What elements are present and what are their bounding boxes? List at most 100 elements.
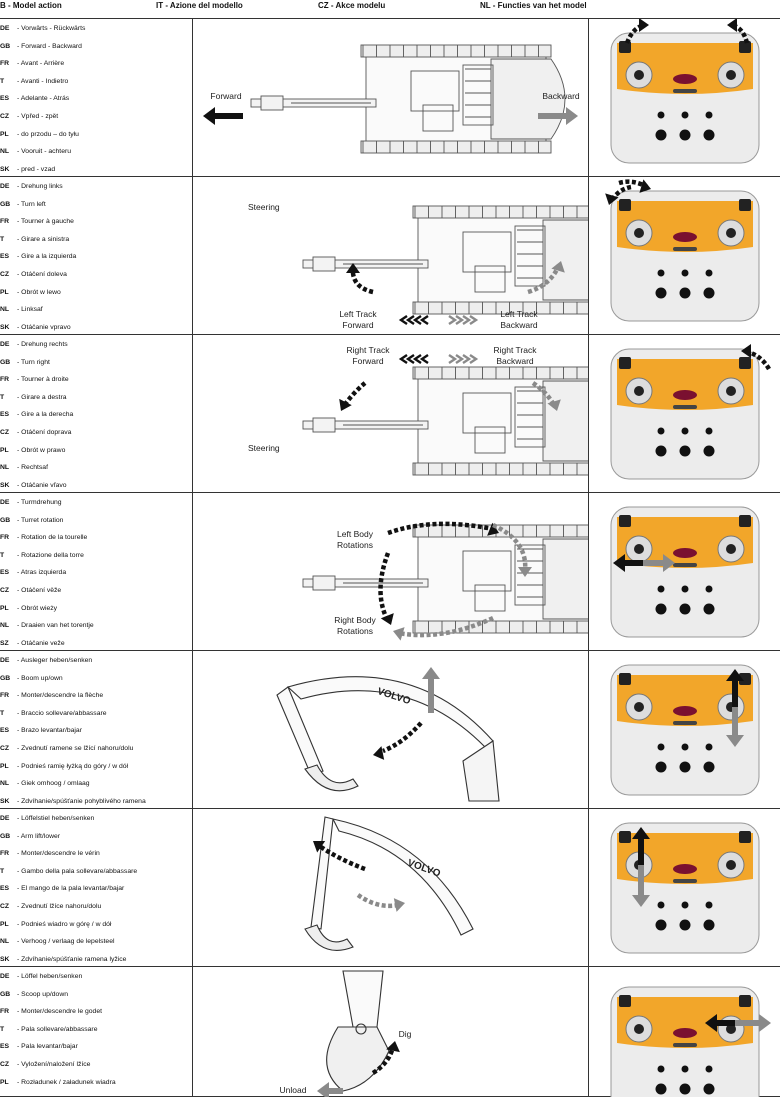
language-line: CZ- Vyložení/naložení lžíce — [0, 1056, 190, 1073]
remote-button — [703, 603, 715, 615]
remote-small-button — [705, 269, 713, 277]
power-led — [673, 232, 697, 242]
action-text: - Zvednutí ramene se lžící nahoru/dolu — [17, 745, 134, 752]
remote-right-switch — [739, 41, 751, 53]
action-text: - Vooruit - achteru — [17, 148, 72, 156]
language-line: ES- Adelante - Atrás — [0, 90, 190, 107]
excavator-scoop — [326, 970, 390, 1092]
language-code: SK — [0, 165, 10, 173]
model-illustration: VOLVO — [193, 651, 589, 808]
remote-button — [703, 445, 715, 457]
action-text: - Forward - Backward — [17, 42, 82, 50]
rc-transmitter — [610, 506, 760, 638]
language-line: T- Pala sollevare/abbassare — [0, 1021, 190, 1038]
right-stick-down-arrow — [726, 707, 744, 747]
language-code: GB — [0, 990, 11, 998]
action-text: - Rotazione della torre — [17, 551, 84, 559]
left-track-forward-arrow — [346, 263, 374, 295]
language-code: NL — [0, 780, 10, 788]
left-switch-arrow — [624, 19, 649, 44]
transmitter-illustration — [589, 809, 780, 966]
right-stick-left-arrow — [705, 1014, 735, 1032]
backward-label: Backward — [496, 356, 534, 366]
action-text: - Vorwärts - Rückwärts — [17, 25, 86, 32]
action-text: - Pala levantar/bajar — [17, 1043, 78, 1051]
remote-small-button — [681, 743, 689, 751]
action-text: - Tourner à gauche — [17, 218, 74, 226]
model-illustration: VOLVO — [193, 809, 589, 966]
language-code: T — [0, 709, 5, 717]
left-track-label: Left Track — [339, 309, 377, 319]
action-text: - Rechtsaf — [17, 464, 48, 472]
remote-small-button — [681, 269, 689, 277]
power-led — [673, 390, 697, 400]
language-line: ES- El mango de la pala levantar/bajar — [0, 880, 190, 897]
remote-left-switch — [619, 357, 631, 369]
power-led — [673, 548, 697, 558]
transmitter-illustration — [589, 493, 780, 650]
language-code: PL — [0, 604, 9, 612]
rc-transmitter — [610, 190, 760, 322]
language-code: T — [0, 551, 5, 559]
language-code: PL — [0, 1078, 9, 1086]
language-line: NL - Rechtsaf — [0, 459, 190, 476]
remote-button — [679, 445, 691, 457]
language-code: CZ — [0, 271, 10, 278]
language-code: NL — [0, 464, 10, 472]
language-code: PL — [0, 288, 9, 296]
power-led — [673, 864, 697, 874]
language-line: NL- Linksaf — [0, 301, 190, 318]
language-line: FR - Tourner à droite — [0, 371, 190, 388]
language-code: FR — [0, 376, 10, 384]
action-text: - Tourner à droite — [17, 376, 69, 384]
dig-arrow — [371, 1041, 400, 1075]
language-code: CZ — [0, 1061, 10, 1068]
language-code: T — [0, 867, 5, 875]
remote-small-button — [681, 427, 689, 435]
action-text: - Zdvíhanie/spúšťanie pohyblivého ramena — [17, 797, 146, 805]
steering-label: Steering — [248, 443, 280, 453]
remote-right-switch — [739, 515, 751, 527]
boom-down-arrow — [373, 721, 423, 760]
action-text: - Girare a sinistra — [17, 235, 70, 243]
action-text: - Monter/descendre le godet — [17, 1008, 103, 1016]
language-line: NL- Vooruit - achteru — [0, 143, 190, 160]
language-line: SK- Otáčanie vľavo — [0, 477, 190, 494]
language-code: PL — [0, 920, 9, 928]
remote-small-button — [657, 585, 665, 593]
remote-small-button — [657, 111, 665, 119]
right-track-forward-arrow — [339, 381, 367, 411]
action-text: - Monter/descendre la flèche — [17, 692, 104, 700]
unload-arrow — [317, 1082, 343, 1097]
language-line: SK- Otáčanie vpravo — [0, 319, 190, 336]
remote-left-switch — [619, 41, 631, 53]
left-switch-arrow — [605, 184, 632, 205]
transmitter-illustration — [589, 967, 780, 1097]
language-code: GB — [0, 832, 11, 840]
language-line: FR- Monter/descendre le godet — [0, 1003, 190, 1020]
language-line: FR- Avant - Arrière — [0, 55, 190, 72]
action-text: - Pala sollevare/abbassare — [17, 1025, 98, 1033]
remote-small-button — [657, 901, 665, 909]
action-text: - Löffelstiel heben/senken — [17, 815, 95, 822]
language-line: ES- Pala levantar/bajar — [0, 1038, 190, 1055]
language-line: CZ- Otáčení věže — [0, 582, 190, 599]
language-code: DE — [0, 815, 10, 822]
language-line: FR- Monter/descendre la flèche — [0, 687, 190, 704]
remote-button — [703, 1083, 715, 1095]
arm-up-arrow — [313, 841, 366, 872]
remote-left-switch — [619, 199, 631, 211]
action-text: - Brazo levantar/bajar — [17, 727, 82, 735]
language-code: NL — [0, 622, 10, 630]
action-text: - Rotation de la tourelle — [17, 534, 88, 542]
remote-button — [655, 129, 667, 141]
left-body-side-arrow — [492, 522, 532, 577]
